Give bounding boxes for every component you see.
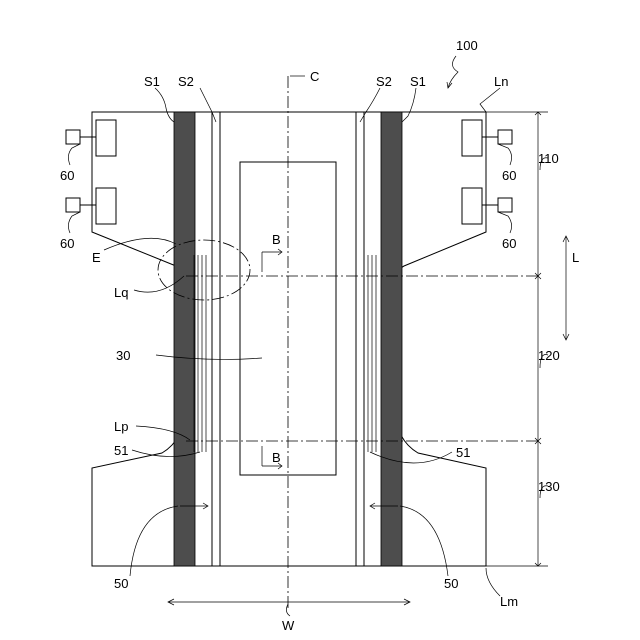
elastic-band-right [381,112,402,566]
w-label: W [282,618,295,633]
product-outline [92,112,486,566]
region-130-label: 130 [538,479,560,494]
c-label: C [310,69,319,84]
ref-51-right-label: 51 [456,445,470,460]
b-bottom-label: B [272,450,281,465]
elastic-band-left [174,112,195,566]
tab-upper-left [66,120,116,156]
s2-right-label: S2 [376,74,392,89]
tab-60-lower-left-label: 60 [60,236,74,251]
ref-30-label: 30 [116,348,130,363]
region-110-label: 110 [538,151,559,166]
s1-right-label: S1 [410,74,426,89]
lm-label: Lm [500,594,518,609]
b-top-label: B [272,232,281,247]
region-e-ellipse [158,240,250,300]
lp-label: Lp [114,419,128,434]
tab-upper-right [462,120,512,156]
leg-elastics-left [194,255,206,452]
tab-60-lower-right-label: 60 [502,236,516,251]
tab-lower-right [462,188,512,224]
ref-50-left-label: 50 [114,576,128,591]
e-label: E [92,250,101,265]
region-120-label: 120 [538,348,560,363]
tab-60-upper-left-label: 60 [60,168,74,183]
width-arrow [168,599,410,605]
s1-left-label: S1 [144,74,160,89]
section-mark-top [262,249,282,272]
length-arrow [563,236,569,340]
ref-50-right-label: 50 [444,576,458,591]
lq-label: Lq [114,285,128,300]
tab-lower-left [66,188,116,224]
ref-51-left-label: 51 [114,443,128,458]
s2-left-label: S2 [178,74,194,89]
leg-elastics-right [364,255,376,452]
ref-100-label: 100 [456,38,478,53]
ln-label: Ln [494,74,508,89]
l-label: L [572,250,579,265]
tab-60-upper-right-label: 60 [502,168,516,183]
leader-lines [68,56,548,616]
